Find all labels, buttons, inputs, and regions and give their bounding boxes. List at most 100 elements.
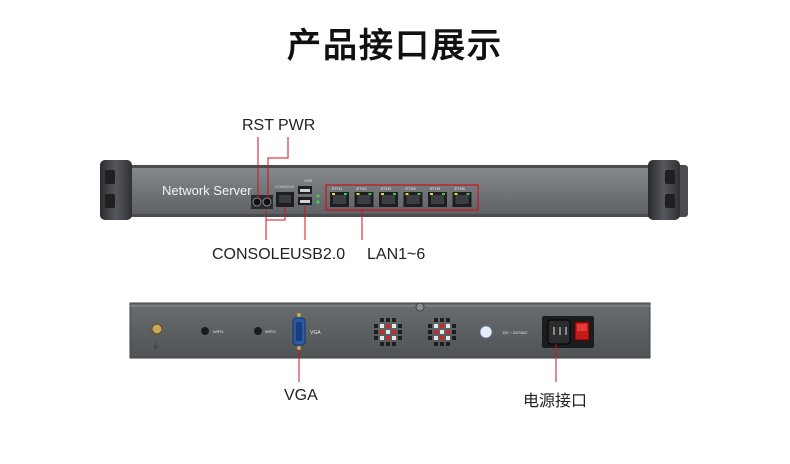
- certification-sticker: [479, 325, 493, 339]
- eth-port-label: ETH3: [381, 186, 392, 191]
- fan-vent-hole: [374, 330, 378, 334]
- eth-port-socket: [431, 195, 444, 204]
- fan-grille: [374, 318, 402, 346]
- rst-callout-label: RST: [242, 117, 274, 134]
- eth-led: [368, 193, 372, 195]
- fan-vent-hole: [452, 330, 456, 334]
- fan-vent-hole: [386, 330, 390, 334]
- fan-vent-hole: [392, 336, 396, 340]
- fan-vent-hole: [446, 336, 450, 340]
- fan-vent-hole: [380, 342, 384, 346]
- eth-led: [381, 193, 384, 195]
- wifi2-label: WIFI2: [265, 329, 276, 334]
- eth-port-socket: [406, 195, 420, 204]
- status-led: [316, 194, 320, 198]
- eth-led: [417, 193, 421, 195]
- eth-led: [454, 193, 458, 195]
- lan-group-outline: [325, 184, 479, 211]
- fan-vent-hole: [446, 324, 450, 328]
- top-screw: [415, 302, 425, 312]
- eth-led: [405, 193, 409, 195]
- eth-port-label: ETH5: [430, 186, 441, 191]
- fan-vent-hole: [398, 324, 402, 328]
- eth-port-label: ETH4: [406, 186, 417, 191]
- fan-vent-hole: [386, 336, 390, 340]
- fan-vent-hole: [440, 318, 444, 322]
- pwr-button[interactable]: [262, 197, 272, 207]
- fan-vent-hole: [434, 318, 438, 322]
- fan-vent-hole: [434, 330, 438, 334]
- fan-vent-hole: [380, 336, 384, 340]
- wifi1-antenna-hole: [201, 327, 209, 335]
- fan-vent-hole: [434, 342, 438, 346]
- fan-vent-hole: [428, 330, 432, 334]
- eth-port-label: ETH2: [357, 186, 368, 191]
- wifi2-antenna-hole: [254, 327, 262, 335]
- device-label: Network Server: [162, 183, 252, 198]
- fan-vent-hole: [392, 324, 396, 328]
- ground-icon: ⏚: [152, 342, 159, 350]
- fan-vent-hole: [392, 342, 396, 346]
- eth-port-socket: [357, 195, 371, 204]
- pwr-callout-label: PWR: [278, 117, 316, 134]
- vga-port-label: VGA: [310, 330, 321, 336]
- fan-vent-hole: [446, 342, 450, 346]
- rst-button[interactable]: [252, 197, 262, 207]
- fan-vent-hole: [386, 324, 390, 328]
- fan-vent-hole: [440, 342, 444, 346]
- usb-callout-label: USB2.0: [290, 246, 346, 263]
- fan-vent-hole: [452, 324, 456, 328]
- eth-led: [466, 193, 470, 195]
- eth-port-label: ETH6: [455, 186, 466, 191]
- right-rack-ear: [648, 160, 680, 220]
- fan-vent-hole: [380, 324, 384, 328]
- fan-vent-hole: [380, 318, 384, 322]
- fan-vent-hole: [398, 336, 402, 340]
- eth-led: [430, 193, 433, 195]
- fan-vent-hole: [434, 324, 438, 328]
- fan-vent-hole: [392, 318, 396, 322]
- fan-vent-hole: [374, 336, 378, 340]
- fan-vent-hole: [440, 324, 444, 328]
- eth-port-label: ETH1: [332, 186, 343, 191]
- fan-vent-hole: [428, 336, 432, 340]
- fan-vent-hole: [434, 336, 438, 340]
- rear-panel: ⏚ WIFI1 WIFI2 VGA 110 ~ 220VAC: [129, 302, 651, 382]
- fan-vent-hole: [452, 336, 456, 340]
- eth-led: [356, 193, 360, 195]
- eth-port-socket: [455, 195, 469, 204]
- front-callout-lines: [257, 137, 363, 240]
- wifi1-label: WIFI1: [213, 329, 224, 334]
- fan-vent-hole: [440, 330, 444, 334]
- fan-vent-hole: [386, 342, 390, 346]
- fan-grille: [428, 318, 456, 346]
- eth-port-socket: [333, 195, 346, 204]
- ground-screw: [151, 323, 163, 335]
- page-title: 产品接口展示: [287, 26, 503, 66]
- eth-led: [332, 193, 335, 195]
- voltage-label: 110 ~ 220VAC: [502, 330, 528, 335]
- vga-callout-label: VGA: [284, 387, 318, 404]
- usb-port-label: USB: [304, 178, 313, 183]
- fan-vent-hole: [446, 318, 450, 322]
- eth-led: [344, 193, 347, 195]
- fan-vent-hole: [374, 324, 378, 328]
- fan-vent-hole: [428, 324, 432, 328]
- lan-callout-label: LAN1~6: [367, 246, 426, 263]
- fan-vent-hole: [380, 330, 384, 334]
- fan-vent-hole: [386, 318, 390, 322]
- front-panel: Network Server CONSOLE USB ETH1 ETH2 ETH3 E…: [100, 137, 688, 240]
- console-callout-label: CONSOLE: [212, 246, 291, 263]
- left-rack-ear: [100, 160, 132, 220]
- fan-vent-hole: [446, 330, 450, 334]
- fan-vent-hole: [398, 330, 402, 334]
- fan-vent-hole: [392, 330, 396, 334]
- eth-led: [442, 193, 445, 195]
- console-port-label: CONSOLE: [275, 184, 295, 189]
- eth-port-socket: [382, 195, 395, 204]
- fan-vent-hole: [440, 336, 444, 340]
- eth-led: [393, 193, 396, 195]
- rear-callout-lines: [298, 344, 557, 382]
- power-callout-label: 电源接口: [523, 393, 588, 410]
